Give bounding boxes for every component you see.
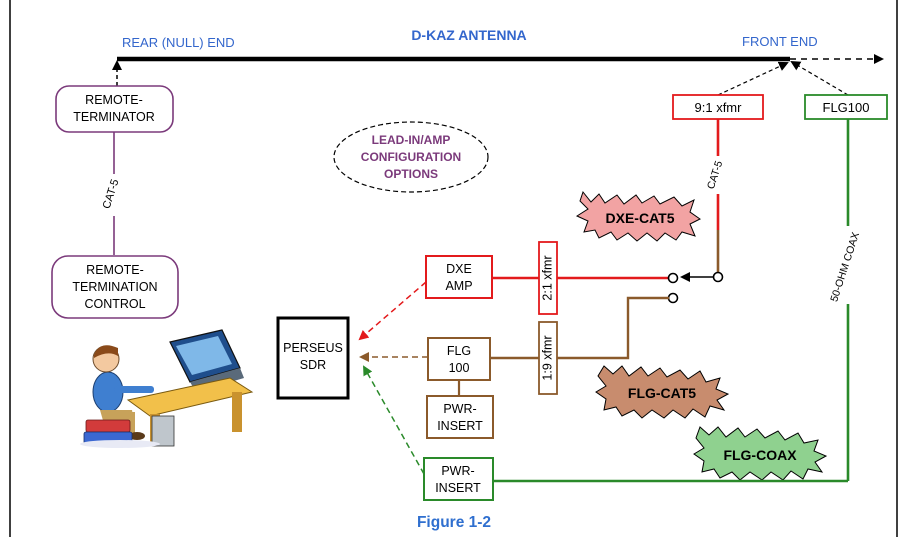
pwr-insert-green-box bbox=[423, 457, 494, 501]
flg-100-line1: FLG bbox=[447, 344, 471, 358]
remote-control-line3: CONTROL bbox=[84, 297, 145, 311]
flg-100-line2: 100 bbox=[449, 361, 470, 375]
options-line3: OPTIONS bbox=[384, 167, 438, 181]
options-line2: CONFIGURATION bbox=[361, 150, 461, 164]
pwr-insert-green-line2: INSERT bbox=[435, 481, 481, 495]
dxe-amp-box bbox=[425, 255, 493, 299]
coax-label-bg bbox=[837, 226, 859, 304]
flg100-feed-arrow bbox=[790, 60, 849, 96]
xfmr-2-1-label: 2:1 xfmr bbox=[540, 255, 554, 300]
flg-cat5-label: FLG-CAT5 bbox=[628, 385, 696, 401]
xfmr-1-9-box bbox=[538, 321, 558, 395]
dxe-cat5-burst bbox=[575, 190, 701, 242]
perseus-line1: PERSEUS bbox=[283, 341, 343, 355]
remote-terminator-line1: REMOTE- bbox=[85, 93, 143, 107]
pwr-insert-brown-line1: PWR- bbox=[443, 402, 476, 416]
flg-cat5-burst bbox=[595, 365, 730, 419]
perseus-line2: SDR bbox=[300, 358, 326, 372]
flg100-top-box bbox=[804, 94, 888, 120]
xfmr-1-9-label: 1:9 xfmr bbox=[540, 335, 554, 380]
xfmr-2-1-box bbox=[538, 241, 558, 315]
perseus-sdr-box bbox=[276, 316, 350, 400]
switch-contact-dxe bbox=[667, 272, 679, 284]
options-ellipse bbox=[333, 121, 489, 193]
switch-pivot bbox=[712, 271, 724, 283]
diagram-title: D-KAZ ANTENNA bbox=[411, 27, 526, 43]
rear-end-label: REAR (NULL) END bbox=[122, 35, 235, 50]
dxe-amp-line1: DXE bbox=[446, 262, 472, 276]
pwr-to-sdr-arrow bbox=[363, 365, 425, 475]
cat5-label-bg bbox=[103, 174, 125, 216]
remote-control-line1: REMOTE- bbox=[86, 263, 144, 277]
figure-caption: Figure 1-2 bbox=[417, 514, 491, 531]
person-computer-illustration bbox=[80, 329, 254, 448]
remote-control-box bbox=[51, 255, 179, 319]
dxe-to-sdr-arrow bbox=[358, 281, 427, 341]
pwr-insert-brown-line2: INSERT bbox=[437, 419, 483, 433]
dxe-amp-line2: AMP bbox=[445, 279, 472, 293]
remote-terminator-line2: TERMINATOR bbox=[73, 110, 154, 124]
flg-cat5-line bbox=[490, 296, 669, 360]
remote-control-line2: TERMINATION bbox=[72, 280, 157, 294]
xfmr-9-1-label: 9:1 xfmr bbox=[695, 100, 743, 115]
xfmr91-feed-arrow bbox=[717, 61, 789, 96]
cat5-riser-label-bg bbox=[708, 156, 728, 194]
switch-contact-flg bbox=[667, 292, 679, 304]
dxe-cat5-label: DXE-CAT5 bbox=[606, 210, 675, 226]
flg-coax-label: FLG-COAX bbox=[723, 447, 797, 463]
pwr-insert-brown-box bbox=[426, 395, 494, 439]
options-line1: LEAD-IN/AMP bbox=[372, 133, 451, 147]
flg-coax-burst bbox=[693, 426, 828, 481]
flg100-top-label: FLG100 bbox=[823, 100, 870, 115]
pwr-insert-green-line1: PWR- bbox=[441, 464, 474, 478]
front-end-label: FRONT END bbox=[742, 34, 818, 49]
